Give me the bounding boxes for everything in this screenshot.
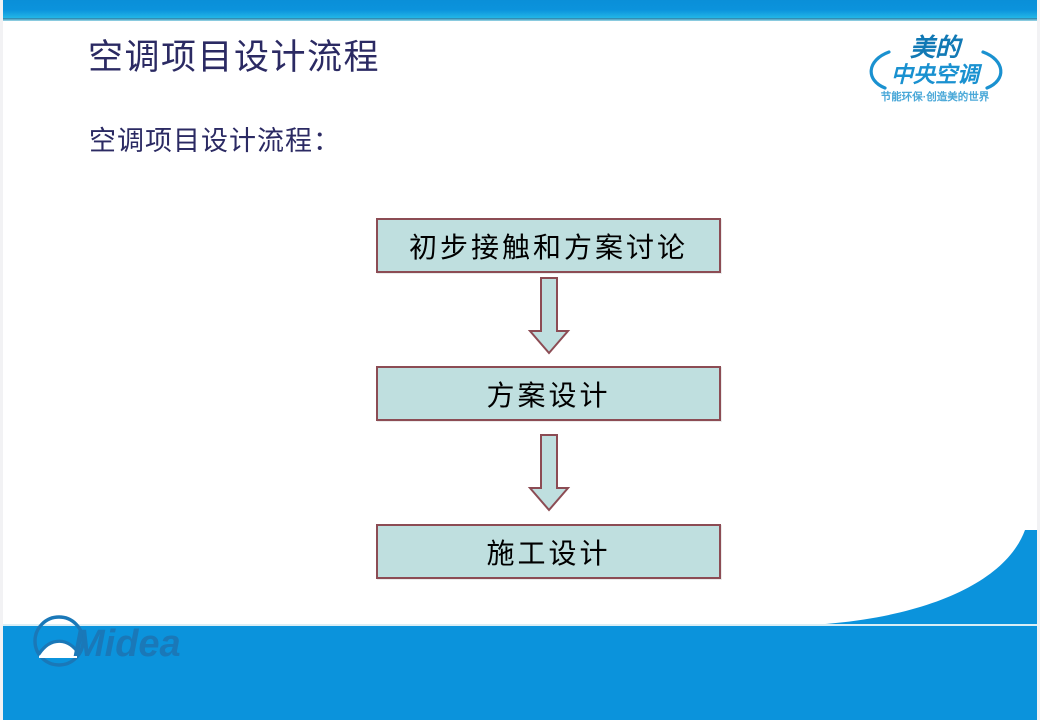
brand-logo-graphic: 美的 中央空调 节能环保·创造美的世界 xyxy=(869,34,1003,103)
midea-central-ac-logo: 美的 中央空调 节能环保·创造美的世界 xyxy=(855,26,1015,108)
brand-logo-line1: 美的 xyxy=(910,34,964,62)
bottom-blue-band xyxy=(3,530,1037,720)
flow-step-2-label: 方案设计 xyxy=(486,380,611,412)
arrow-down-icon-2 xyxy=(524,433,574,513)
midea-wordmark-graphic: Midea xyxy=(33,615,181,667)
flow-step-3: 施工设计 xyxy=(376,524,721,579)
brand-tagline: 节能环保·创造美的世界 xyxy=(881,90,990,103)
midea-wordmark-text: Midea xyxy=(73,623,181,665)
midea-wordmark: Midea xyxy=(25,610,205,672)
top-band-rule xyxy=(3,18,1037,21)
arrow-down-icon-1 xyxy=(524,276,574,356)
section-subtitle: 空调项目设计流程： xyxy=(89,126,341,156)
flow-step-1: 初步接触和方案讨论 xyxy=(376,218,721,273)
page-title: 空调项目设计流程 xyxy=(88,38,381,77)
top-blue-band xyxy=(3,0,1037,18)
flow-step-2: 方案设计 xyxy=(376,366,721,421)
flow-step-1-label: 初步接触和方案讨论 xyxy=(408,232,688,264)
process-flow-diagram: 初步接触和方案讨论 方案设计 施工设计 xyxy=(376,218,721,579)
brand-logo-line2: 中央空调 xyxy=(891,62,983,87)
flow-step-3-label: 施工设计 xyxy=(486,538,611,570)
